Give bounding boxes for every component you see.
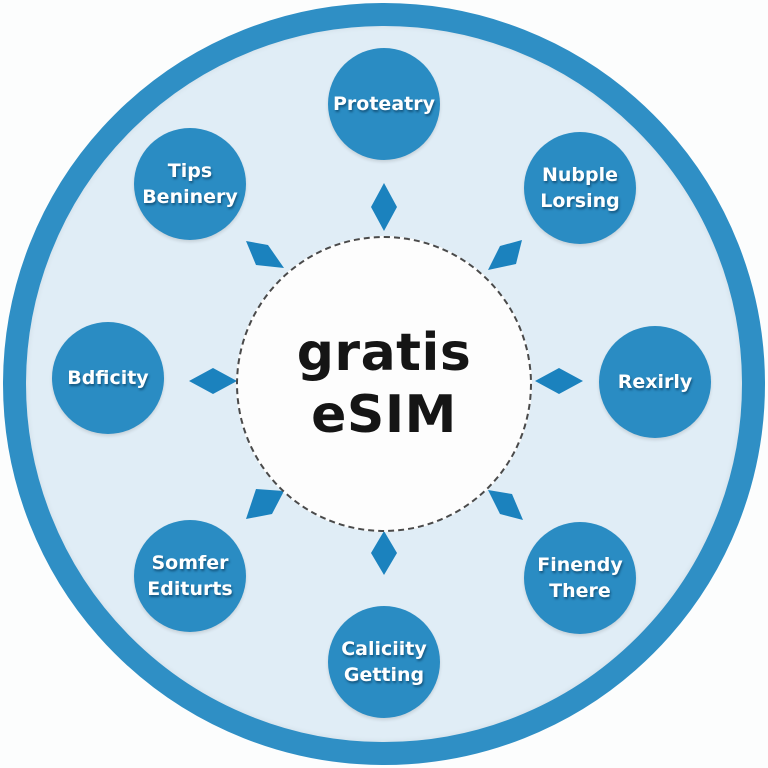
node-label: Proteatry [333, 93, 435, 115]
node-label: Bdficity [67, 367, 149, 389]
diamond-icon [535, 368, 583, 394]
node-tips-beninery[interactable]: Tips Beninery [134, 128, 246, 240]
node-label: Beninery [142, 186, 238, 208]
center-hub: gratis eSIM [236, 236, 532, 532]
node-label: Somfer [151, 552, 229, 574]
node-label: There [549, 580, 611, 602]
node-nubple-lorsing[interactable]: Nubple Lorsing [524, 132, 636, 244]
node-label: Tips [167, 160, 213, 182]
diamond-icon [488, 240, 522, 270]
diamond-icon [189, 368, 237, 394]
node-label: Getting [343, 664, 425, 686]
node-finendy-there[interactable]: Finendy There [524, 522, 636, 634]
node-proteatry[interactable]: Proteatry [328, 48, 440, 160]
node-rexirly[interactable]: Rexirly [599, 326, 711, 438]
node-label: Rexirly [617, 371, 693, 393]
node-label: Lorsing [540, 190, 620, 212]
node-caliciity-getting[interactable]: Caliciity Getting [328, 606, 440, 718]
node-bdficity[interactable]: Bdficity [52, 322, 164, 434]
center-title-line-2: eSIM [311, 385, 457, 445]
node-label: Caliciity [341, 638, 427, 660]
diamond-icon [371, 531, 397, 575]
diamond-icon [246, 241, 284, 268]
diamond-icon [371, 183, 397, 231]
node-somfer-editurts[interactable]: Somfer Editurts [134, 520, 246, 632]
node-label: Nubple [541, 164, 619, 186]
diamond-icon [488, 490, 523, 520]
center-title-line-1: gratis [296, 323, 472, 383]
diamond-icon [246, 489, 284, 519]
node-label: Editurts [147, 578, 233, 600]
node-label: Finendy [537, 554, 623, 576]
